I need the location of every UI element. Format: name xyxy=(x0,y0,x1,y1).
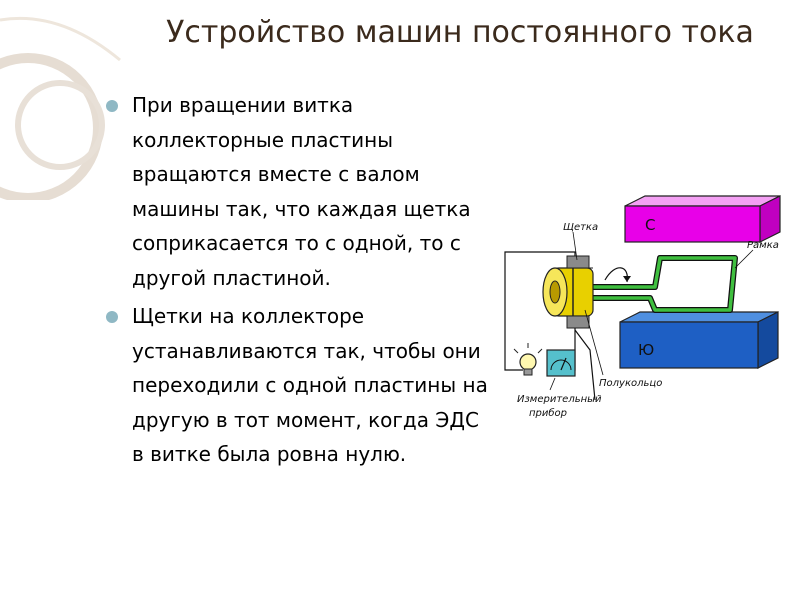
half-ring-label: Полукольцо xyxy=(599,378,662,389)
arc-small xyxy=(15,80,105,170)
meter-label-line1: Измерительный xyxy=(517,394,602,405)
bullet-icon xyxy=(106,311,118,323)
bullet-list: При вращении витка коллекторные пластины… xyxy=(100,88,490,472)
bullet-text: Щетки на коллекторе устанавливаются так,… xyxy=(132,304,488,466)
frame-label: Рамка xyxy=(747,240,779,251)
dc-machine-diagram: С Ю xyxy=(504,195,781,419)
arc-thin xyxy=(0,16,121,62)
north-pole-face xyxy=(624,205,761,243)
rotation-arrow-icon xyxy=(604,267,628,283)
north-pole-label: С xyxy=(645,216,655,234)
brush-label: Щетка xyxy=(563,222,598,233)
page-title: Устройство машин постоянного тока xyxy=(166,15,754,50)
meter-icon xyxy=(546,349,576,377)
bullet-text: При вращении витка коллекторные пластины… xyxy=(132,93,471,290)
leader-lines xyxy=(549,231,754,391)
bullet-item: При вращении витка коллекторные пластины… xyxy=(100,88,490,295)
brush-bottom xyxy=(566,315,590,329)
bullet-item: Щетки на коллекторе устанавливаются так,… xyxy=(100,299,490,472)
bullet-icon xyxy=(106,100,118,112)
meter-label-line2: прибор xyxy=(529,407,567,419)
north-pole-magnet: С xyxy=(624,195,781,243)
brush-top xyxy=(566,255,590,269)
south-pole-face xyxy=(619,321,759,369)
armature-loop xyxy=(590,255,738,313)
arc-large xyxy=(0,53,103,200)
rotation-arrowhead-icon xyxy=(623,276,631,282)
decorative-arcs xyxy=(0,16,121,200)
south-pole-magnet: Ю xyxy=(619,311,779,369)
south-pole-label: Ю xyxy=(638,341,654,359)
commutator xyxy=(542,267,594,317)
lamp-icon xyxy=(513,343,543,376)
